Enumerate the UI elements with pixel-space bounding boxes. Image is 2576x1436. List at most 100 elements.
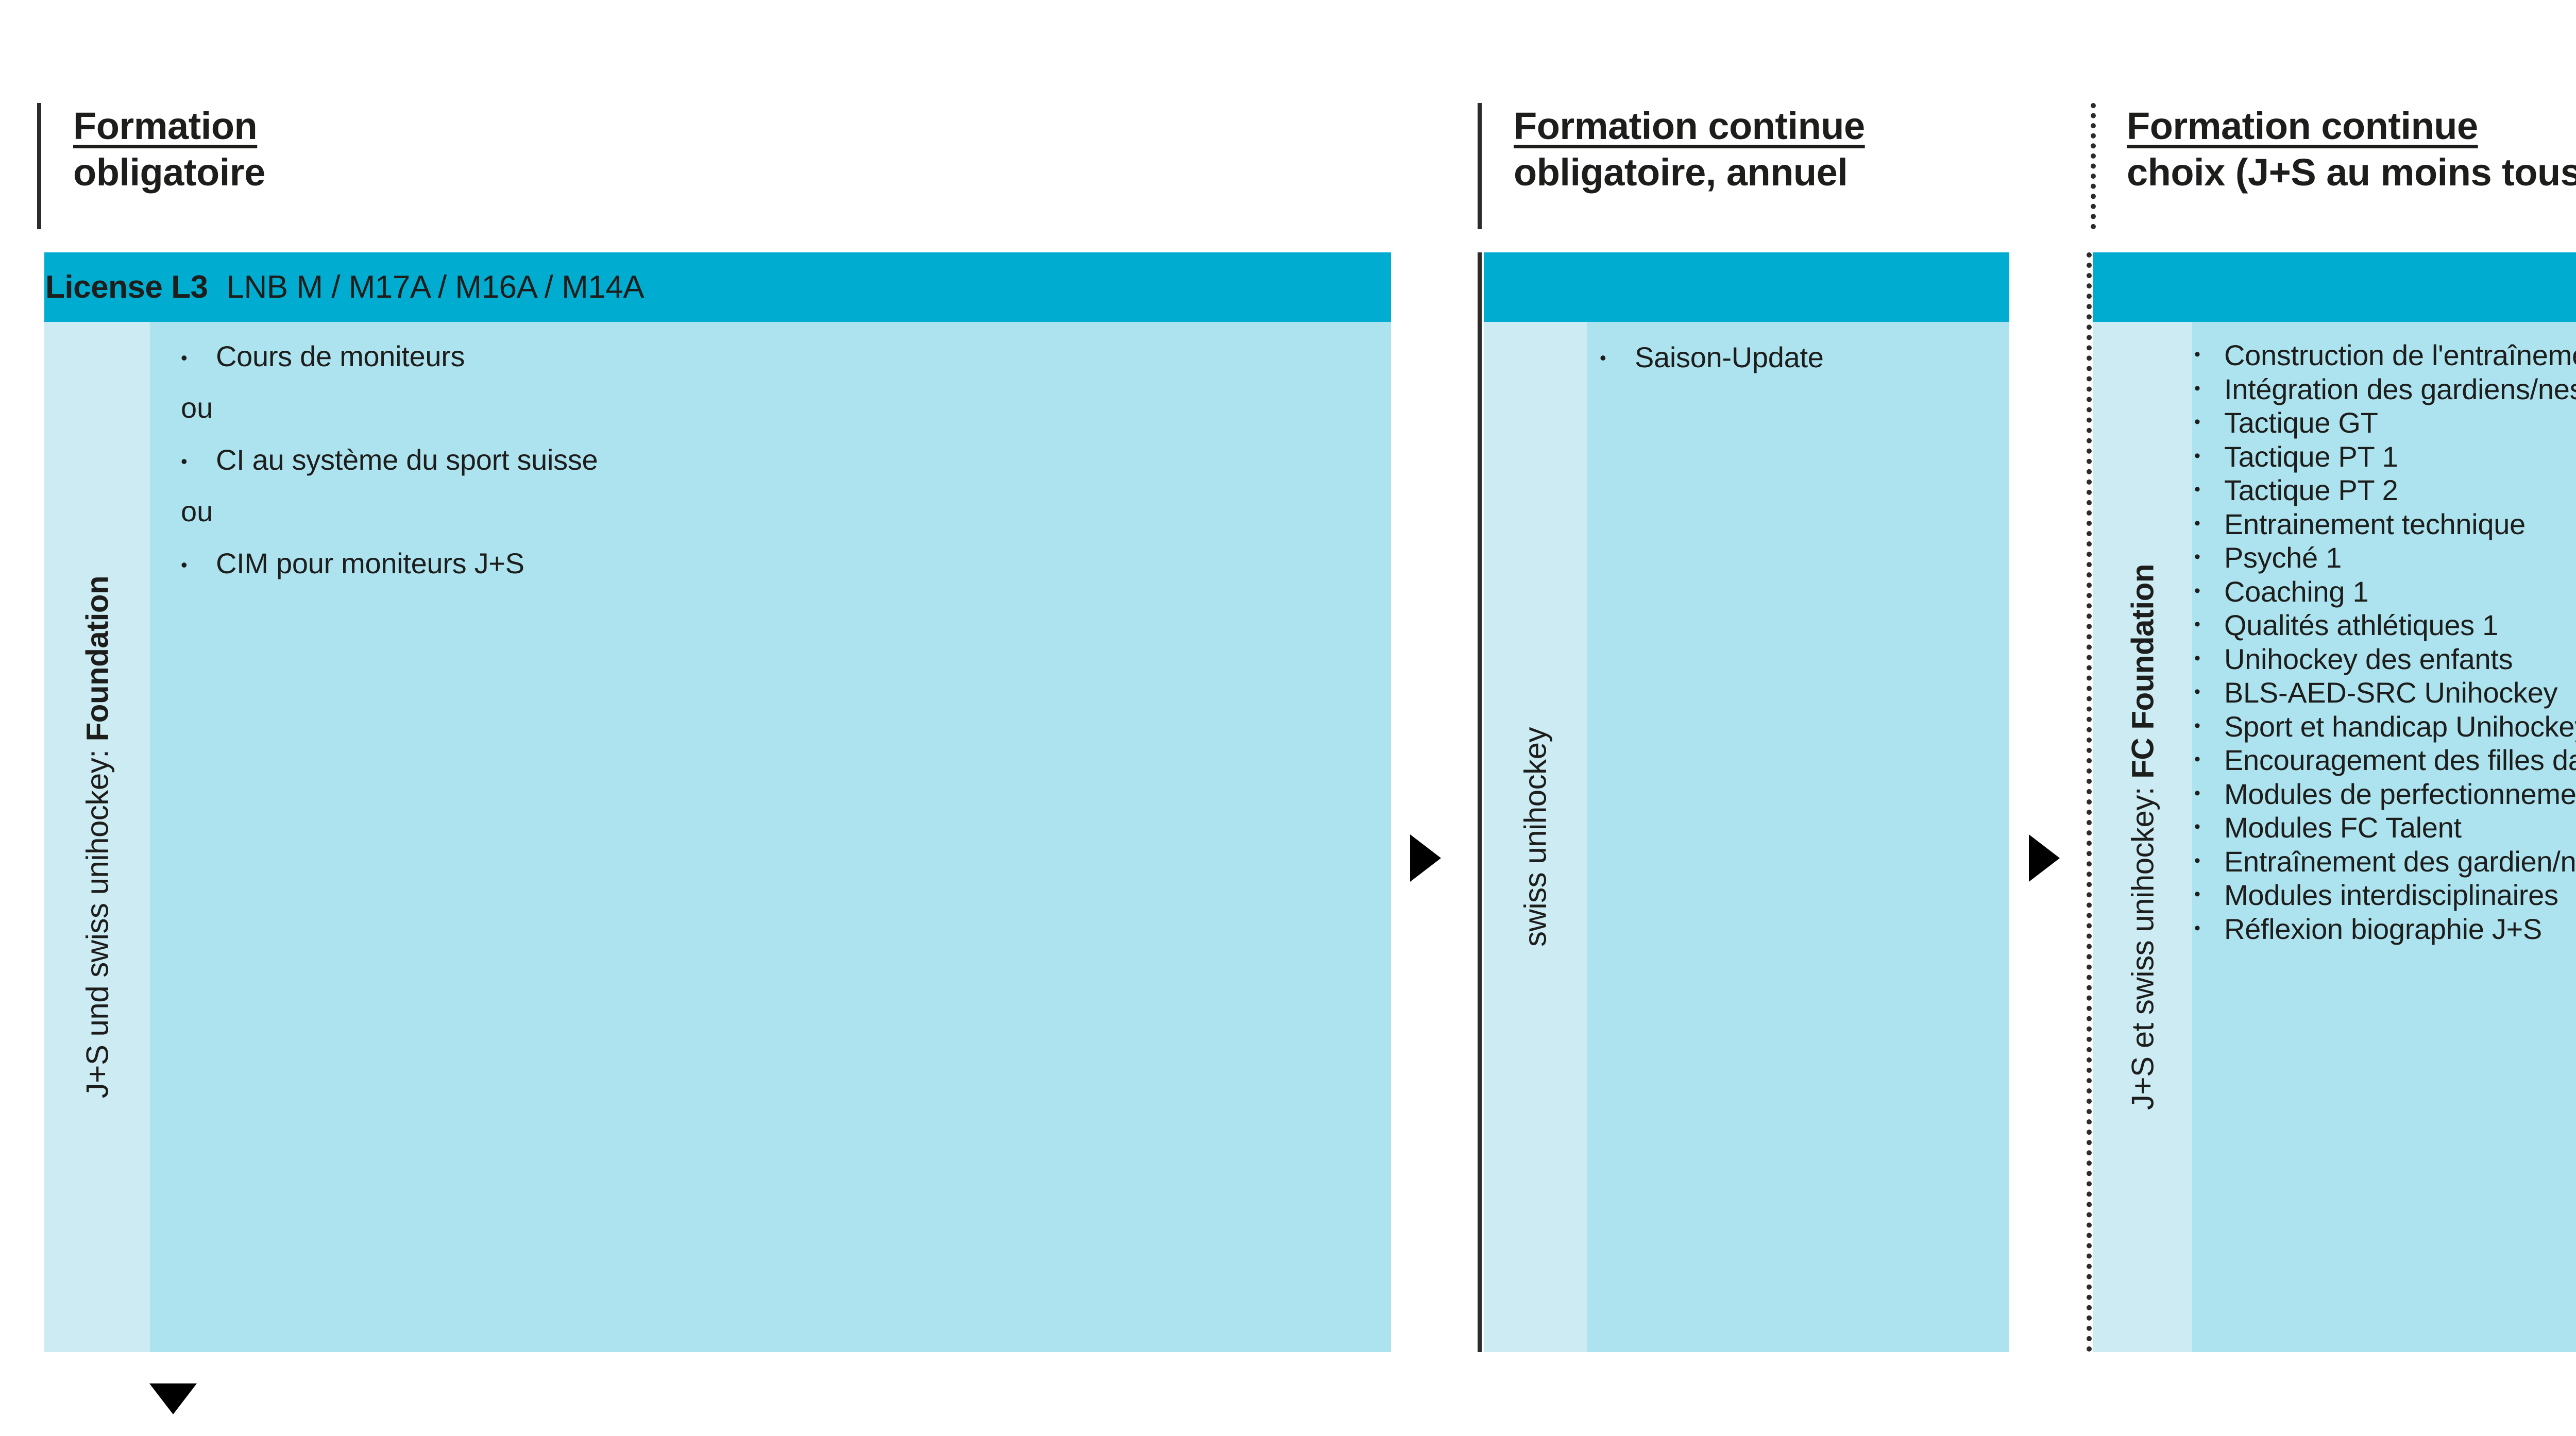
list-item-label: Réflexion biographie J+S bbox=[2224, 912, 2542, 945]
side-label-strip-1: J+S und swiss unihockey: Foundation bbox=[44, 322, 150, 1352]
list-item[interactable]: • Tactique PT 1 bbox=[2194, 440, 2576, 474]
side-label-prefix: swiss unihockey bbox=[1518, 727, 1553, 947]
license-banner-text: License L3 LNB M / M17A / M16A / M14A bbox=[45, 252, 645, 322]
list-item-label: Modules de perfectionnement bbox=[2224, 777, 2576, 810]
bullet-dot-icon: • bbox=[2194, 817, 2200, 837]
bullet-dot-icon: • bbox=[2194, 884, 2200, 904]
column-header-formation-continue-obligatoire: Formation continue obligatoire, annuel bbox=[1478, 103, 2091, 229]
list-item[interactable]: • Tactique PT 2 bbox=[2194, 473, 2576, 507]
license-banner-column-1: License L3 LNB M / M17A / M16A / M14A bbox=[44, 252, 1391, 322]
header-title-line1: Formation bbox=[73, 105, 258, 147]
bullet-dot-icon: • bbox=[2194, 715, 2200, 736]
list-item[interactable]: • Réflexion biographie J+S bbox=[2194, 912, 2576, 946]
list-item-label: Entrainement technique bbox=[2224, 507, 2526, 540]
panel-formation-obligatoire: J+S und swiss unihockey: Foundation • Co… bbox=[44, 322, 1391, 1352]
list-item-label: Encouragement des filles dans l'Unihocke… bbox=[2224, 744, 2576, 777]
list-item-label: Sport et handicap Unihockey bbox=[2224, 710, 2576, 743]
bullet-dot-icon: • bbox=[181, 347, 188, 368]
bullet-dot-icon: • bbox=[1600, 347, 1606, 368]
arrow-right-icon bbox=[1410, 834, 1441, 882]
list-item[interactable]: • Entrainement technique bbox=[2194, 507, 2576, 541]
arrow-down-icon bbox=[149, 1383, 197, 1414]
license-banner-column-3 bbox=[2093, 252, 2576, 322]
bullet-dot-icon: • bbox=[2194, 480, 2200, 500]
bullet-dot-icon: • bbox=[2194, 580, 2200, 601]
list-item[interactable]: •Intégration des gardiens/nes bbox=[2194, 372, 2576, 406]
bullet-dot-icon: • bbox=[2194, 682, 2200, 702]
column-divider-rule-3-dotted bbox=[2087, 252, 2092, 1352]
list-item-label: CIM pour moniteurs J+S bbox=[216, 547, 524, 580]
bullet-dot-icon: • bbox=[2194, 614, 2200, 635]
bullet-dot-icon: • bbox=[181, 451, 188, 472]
list-item-label: Modules FC Talent bbox=[2224, 811, 2462, 844]
list-item-label: Tactique PT 1 bbox=[2224, 440, 2398, 473]
arrow-right-icon bbox=[2029, 834, 2060, 882]
list-item[interactable]: • Saison-Update bbox=[1600, 340, 1991, 374]
bullet-dot-icon: • bbox=[2194, 345, 2200, 364]
header-title-line1: Formation continue bbox=[1514, 105, 1865, 147]
separator-ou: ou bbox=[181, 391, 213, 424]
list-item[interactable]: • Construction de l'entraînement bbox=[2194, 338, 2576, 372]
side-label-prefix: J+S et swiss unihockey: bbox=[2125, 778, 2160, 1110]
side-label-strip-3: J+S et swiss unihockey: FC Foundation bbox=[2093, 322, 2192, 1352]
list-item[interactable]: • BLS-AED-SRC Unihockey bbox=[2194, 676, 2576, 710]
bullet-dot-icon: • bbox=[2194, 850, 2200, 870]
list-item-label: Tactique PT 2 bbox=[2224, 474, 2398, 507]
list-item-label: Modules interdisciplinaires bbox=[2224, 879, 2558, 912]
bullet-dot-icon: • bbox=[2194, 648, 2200, 668]
list-item[interactable]: • Tactique GT bbox=[2194, 406, 2576, 440]
list-item-label: CI au système du sport suisse bbox=[216, 443, 598, 476]
list-item-label: Unihockey des enfants bbox=[2224, 642, 2513, 675]
list-item-label: Construction de l'entraînement bbox=[2224, 339, 2576, 371]
list-item[interactable]: • CIM pour moniteurs J+S bbox=[181, 548, 1355, 579]
panel-formation-continue-obligatoire: swiss unihockey • Saison-Update bbox=[1484, 322, 2009, 1352]
separator-ou: ou bbox=[181, 494, 213, 527]
side-label-fc-foundation: J+S et swiss unihockey: FC Foundation bbox=[2125, 564, 2160, 1110]
bullet-dot-icon: • bbox=[2194, 783, 2200, 803]
bullet-dot-icon: • bbox=[2194, 749, 2200, 770]
side-label-emphasis: FC Foundation bbox=[2125, 563, 2160, 779]
list-formation-continue-obligatoire: • Saison-Update bbox=[1600, 340, 1991, 374]
side-label-emphasis: Foundation bbox=[80, 575, 114, 742]
header-divider-rule-2 bbox=[1478, 103, 1482, 229]
side-label-prefix: J+S und swiss unihockey: bbox=[80, 741, 114, 1099]
list-item-label: Intégration des gardiens/nes bbox=[2224, 372, 2576, 405]
list-item[interactable]: • Coaching 1 bbox=[2194, 575, 2576, 609]
header-row: Formation obligatoire Formation continue… bbox=[0, 103, 2576, 229]
list-item[interactable]: • Cours de moniteurs bbox=[181, 340, 1355, 372]
list-item-label: Tactique GT bbox=[2224, 406, 2378, 439]
list-item[interactable]: •Entraînement des gardien/nes bbox=[2194, 845, 2576, 879]
list-item[interactable]: • Modules de perfectionnement bbox=[2194, 777, 2576, 811]
column-header-formation-obligatoire: Formation obligatoire bbox=[37, 103, 1480, 229]
list-item[interactable]: • Modules interdisciplinaires bbox=[2194, 878, 2576, 912]
side-label-foundation: J+S und swiss unihockey: Foundation bbox=[79, 576, 115, 1098]
column-divider-rule-2 bbox=[1478, 252, 1482, 1352]
list-item[interactable]: • Qualités athlétiques 1 bbox=[2194, 608, 2576, 642]
list-item[interactable]: • Unihockey des enfants bbox=[2194, 642, 2576, 676]
list-item[interactable]: • Encouragement des filles dans l'Unihock… bbox=[2194, 743, 2576, 777]
list-item-label: Psyché 1 bbox=[2224, 541, 2342, 574]
side-label-strip-2: swiss unihockey bbox=[1484, 322, 1587, 1352]
list-item-label: Cours de moniteurs bbox=[216, 340, 465, 372]
list-item-label: BLS-AED-SRC Unihockey bbox=[2224, 676, 2558, 709]
list-item[interactable]: • Modules FC Talent bbox=[2194, 811, 2576, 845]
list-item-label: Qualités athlétiques 1 bbox=[2224, 609, 2498, 642]
bullet-dot-icon: • bbox=[2194, 412, 2200, 432]
bullet-dot-icon: • bbox=[2194, 547, 2200, 567]
list-formation-obligatoire: • Cours de moniteurs ou • CI au système … bbox=[181, 340, 1355, 579]
bullet-dot-icon: • bbox=[2194, 446, 2200, 466]
license-banner-label: License L3 bbox=[45, 269, 208, 305]
license-banner-column-2 bbox=[1484, 252, 2009, 322]
list-item[interactable]: • Psyché 1 bbox=[2194, 541, 2576, 575]
list-item-label: Coaching 1 bbox=[2224, 575, 2369, 608]
list-item-label: Saison-Update bbox=[1635, 341, 1824, 373]
header-divider-rule-1 bbox=[37, 103, 41, 229]
bullet-dot-icon: • bbox=[2194, 513, 2200, 533]
panel-formation-continue-choix: J+S et swiss unihockey: FC Foundation • C… bbox=[2093, 322, 2576, 1352]
list-item[interactable]: • Sport et handicap Unihockey bbox=[2194, 710, 2576, 744]
list-item[interactable]: • CI au système du sport suisse bbox=[181, 444, 1355, 476]
header-divider-rule-3-dotted bbox=[2091, 103, 2096, 229]
list-formation-continue-choix: •Construction de l'entraînement •Intégra… bbox=[2194, 338, 2576, 946]
bullet-dot-icon: • bbox=[2194, 918, 2200, 938]
header-title-line2: obligatoire, annuel bbox=[1514, 151, 1848, 194]
